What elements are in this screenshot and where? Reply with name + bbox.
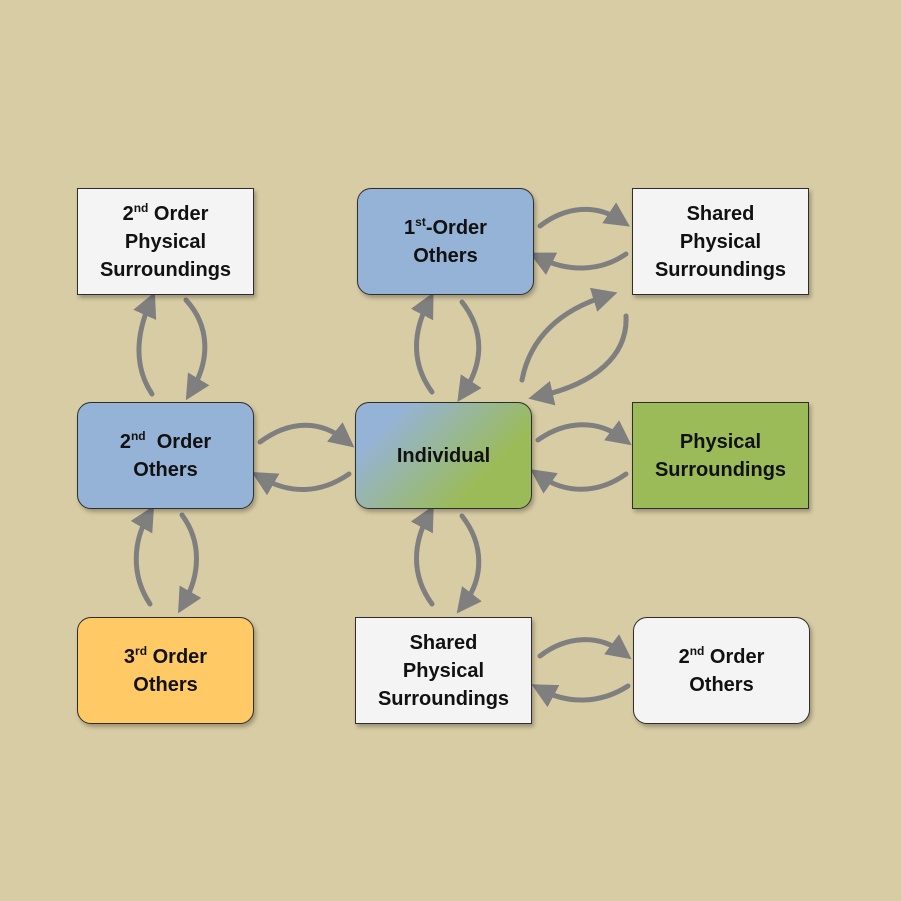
node-3rd-order-others: 3rd Order Others bbox=[77, 617, 254, 724]
arrow-left-top-down bbox=[183, 297, 210, 401]
arrow-second-right-to-shared-bottom bbox=[531, 683, 631, 708]
node-shared-physical-surroundings-top: Shared Physical Surroundings bbox=[632, 188, 809, 295]
arrow-left-bottom-up bbox=[130, 505, 155, 607]
arrow-individual-to-physical bbox=[535, 420, 632, 446]
arrow-shared-top-to-individual bbox=[528, 313, 629, 406]
node-individual: Individual bbox=[355, 402, 532, 509]
arrow-shared-bottom-to-second-right bbox=[537, 634, 632, 660]
arrow-individual-to-shared-top bbox=[519, 287, 618, 383]
arrow-individual-to-first-order bbox=[410, 292, 435, 395]
arrow-left-top-up bbox=[133, 292, 157, 397]
node-1st-order-others: 1st-Order Others bbox=[357, 188, 534, 295]
arrow-others-to-individual bbox=[257, 422, 355, 448]
node-2nd-order-physical-surroundings: 2nd Order Physical Surroundings bbox=[77, 188, 254, 295]
node-physical-surroundings: Physical Surroundings bbox=[632, 402, 809, 509]
arrow-first-order-to-shared-top bbox=[537, 202, 630, 229]
arrow-individual-to-shared-bottom bbox=[456, 513, 482, 614]
node-2nd-order-others-right: 2nd Order Others bbox=[633, 617, 810, 724]
node-shared-physical-surroundings-bottom: Shared Physical Surroundings bbox=[355, 617, 532, 724]
arrow-shared-top-to-first-order bbox=[529, 251, 629, 275]
arrow-first-order-to-individual bbox=[457, 299, 482, 402]
arrow-left-bottom-down bbox=[178, 512, 202, 614]
arrow-shared-bottom-to-individual bbox=[410, 505, 435, 607]
arrow-physical-to-individual bbox=[530, 469, 629, 494]
node-2nd-order-others-left: 2nd Order Others bbox=[77, 402, 254, 509]
arrow-individual-to-others bbox=[251, 471, 352, 496]
